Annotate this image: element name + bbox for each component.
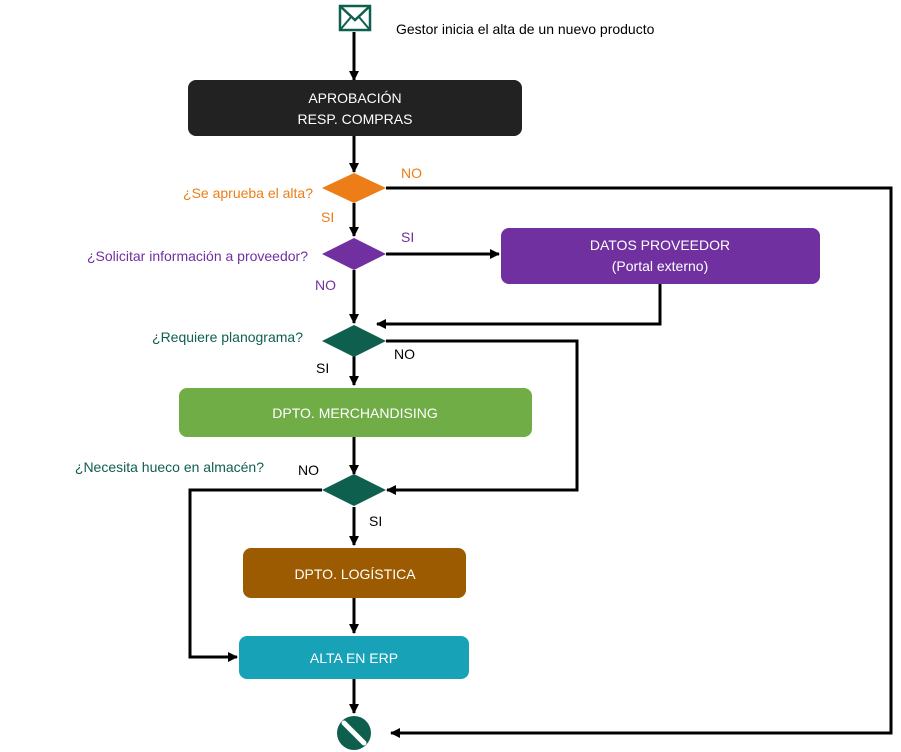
aprobacion-line2: RESP. COMPRAS [298,111,413,127]
decision-solicitar-yes: SI [401,229,414,245]
merchandising-label: DPTO. MERCHANDISING [272,405,437,421]
logistica-box: DPTO. LOGÍSTICA [243,548,466,598]
decision-planograma-diamond [322,325,386,357]
aprobacion-box: APROBACIÓN RESP. COMPRAS [188,80,522,136]
decision-aprueba-diamond [322,173,386,203]
alta-erp-box: ALTA EN ERP [239,636,469,679]
decision-solicitar-question: ¿Solicitar información a proveedor? [87,248,308,264]
logistica-label: DPTO. LOGÍSTICA [294,566,416,582]
decision-hueco-yes: SI [369,513,382,529]
decision-solicitar-no: NO [315,277,336,293]
decision-solicitar-diamond [322,238,386,270]
connectors [188,32,893,738]
datos-proveedor-line2: (Portal externo) [612,258,708,274]
decision-hueco-question: ¿Necesita hueco en almacén? [75,459,264,475]
decision-aprueba-question: ¿Se aprueba el alta? [183,185,313,201]
alta-erp-label: ALTA EN ERP [310,650,398,666]
arrow-aprueba-no [386,186,893,738]
decision-hueco-diamond [322,474,386,506]
decision-planograma-question: ¿Requiere planograma? [152,329,303,345]
arrow-planograma-no [386,339,579,495]
decision-planograma-yes: SI [316,360,329,376]
merchandising-box: DPTO. MERCHANDISING [179,388,532,437]
envelope-icon [338,4,372,32]
decision-planograma-no: NO [394,346,415,362]
arrow-proveedor-to-planograma [376,284,662,329]
start-label: Gestor inicia el alta de un nuevo produc… [396,21,655,37]
aprobacion-line1: APROBACIÓN [308,90,401,106]
decision-hueco-no: NO [298,462,319,478]
datos-proveedor-line1: DATOS PROVEEDOR [590,237,730,253]
decision-aprueba-yes: SI [321,209,334,225]
datos-proveedor-box: DATOS PROVEEDOR (Portal externo) [501,228,820,284]
no-entry-icon [337,716,371,750]
arrow-hueco-no [188,488,322,662]
decision-aprueba-no: NO [401,165,422,181]
